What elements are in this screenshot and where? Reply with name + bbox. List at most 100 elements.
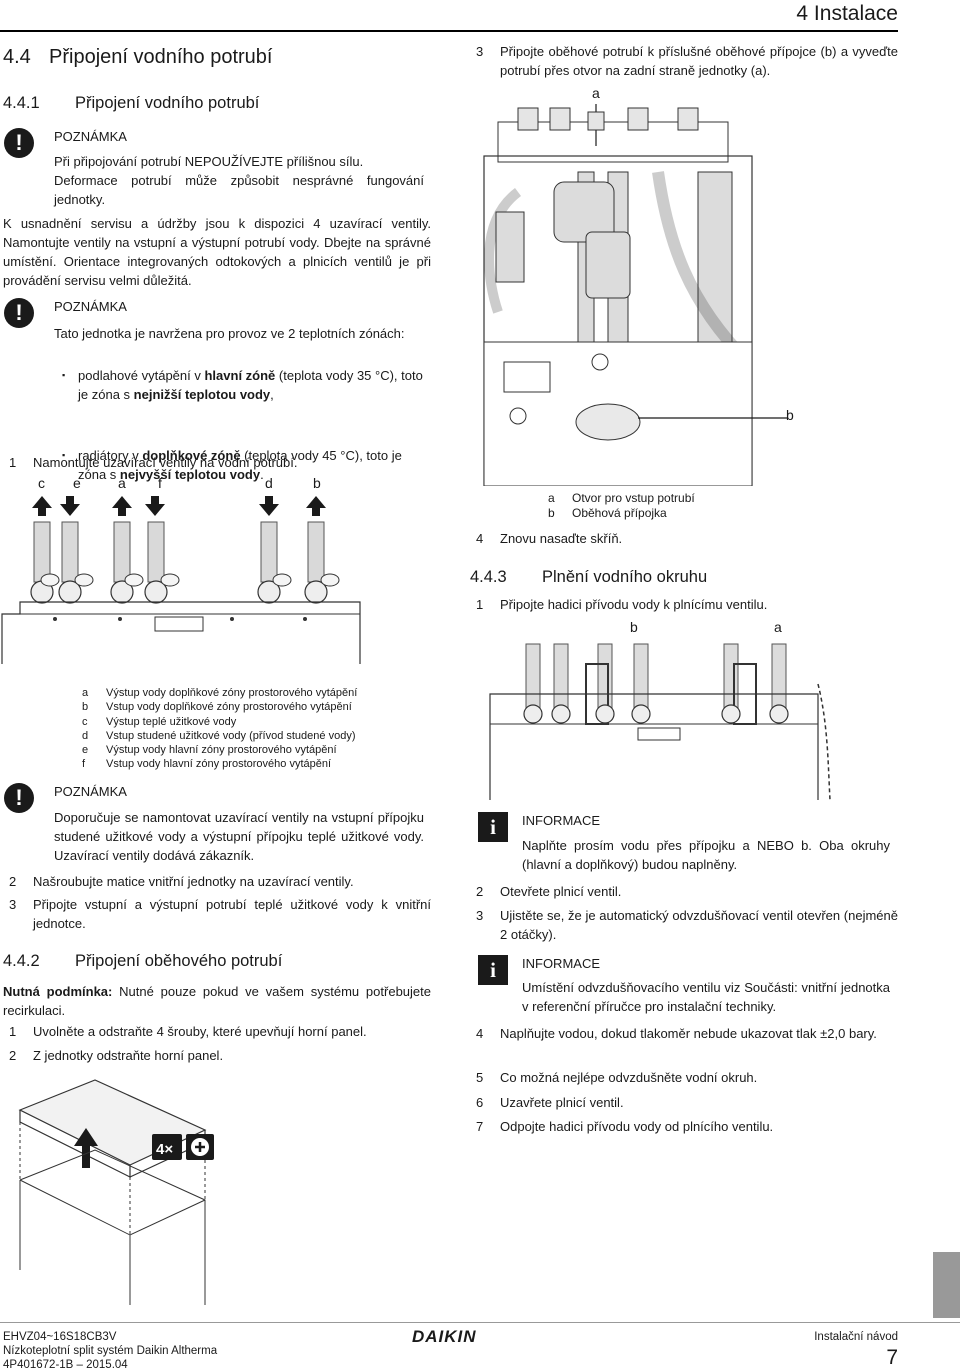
note-intro: Tato jednotka je navržena pro provoz ve … (54, 326, 405, 341)
bold-text: hlavní zóně (204, 368, 276, 383)
document-code: 4P401672-1B – 2015.04 (3, 1359, 128, 1371)
step-number: 2 (476, 884, 484, 899)
fig-label: e (73, 475, 81, 491)
panel-removal-diagram: 4× (18, 1079, 214, 1305)
legend-key: a (82, 687, 89, 699)
step-number: 1 (9, 1024, 17, 1039)
step-number: 4 (476, 531, 484, 546)
text: , (270, 387, 274, 402)
step-text: Ujistěte se, že je automatický odvzdušňo… (500, 908, 898, 942)
arrow-down-icon (259, 496, 279, 516)
legend-row: a Otvor pro vstup potrubí (548, 491, 695, 506)
note-label: POZNÁMKA (54, 299, 127, 314)
footer-left: EHVZ04~16S18CB3V Nízkoteplotní split sys… (3, 1330, 217, 1371)
step-text: Znovu nasaďte skříň. (500, 531, 623, 546)
step-number: 4 (476, 1026, 484, 1041)
circulation-pipe-diagram: a b (483, 85, 794, 486)
fig-label: b (313, 475, 321, 491)
info-text: Umístění odvzdušňovacího ventilu viz Sou… (522, 980, 890, 1014)
prerequisite-label: Nutná podmínka: (3, 984, 113, 999)
legend-key: b (82, 701, 89, 714)
fig-label: a (592, 85, 600, 101)
arrow-up-icon (74, 1128, 98, 1168)
bold-text: nejnižší teplotou vody (133, 387, 271, 402)
legend-value: Výstup vody doplňkové zóny prostorového … (106, 687, 358, 699)
step-number: 3 (476, 44, 484, 59)
arrow-up-icon (306, 496, 326, 516)
info-icon: i (478, 955, 508, 985)
legend-key: f (82, 758, 86, 771)
chapter-header: 4 Instalace (796, 2, 898, 25)
step-number: 5 (476, 1070, 484, 1085)
note-text: Při připojování potrubí NEPOUŽÍVEJTE pří… (54, 152, 424, 209)
subsection-number: 4.4.1 (3, 94, 40, 112)
page-number: 7 (886, 1346, 898, 1369)
fig-label: f (158, 475, 162, 491)
subsection-title-text: Připojení vodního potrubí (75, 94, 260, 112)
info-label: INFORMACE (522, 813, 600, 828)
note-label: POZNÁMKA (54, 129, 127, 144)
section-number: 4.4 (3, 46, 31, 68)
legend-row: b Vstup vody doplňkové zóny prostorového … (82, 700, 357, 714)
legend-value: Vstup studené užitkové vody (přívod stud… (106, 729, 356, 742)
fill-step-5: 5 Co možná nejlépe odvzdušněte vodní okru… (476, 1068, 757, 1087)
brand-logo: DAIKIN (412, 1327, 477, 1346)
product-series: Nízkoteplotní split systém Daikin Alther… (3, 1345, 218, 1357)
fig-label: d (265, 475, 273, 491)
legend-key: b (548, 506, 555, 520)
bullet-main-zone: podlahové vytápění v hlavní zóně (teplot… (62, 366, 424, 404)
step-text: Co možná nejlépe odvzdušněte vodní okruh… (500, 1070, 758, 1085)
step-text: Naplňujte vodou, dokud tlakoměr nebude u… (500, 1026, 877, 1041)
step-text: Odpojte hadici přívodu vody od plnícího … (500, 1119, 774, 1134)
fig-label: a (118, 475, 126, 491)
step-text: Z jednotky odstraňte horní panel. (33, 1048, 224, 1063)
text: podlahové vytápění v (78, 368, 205, 383)
step-number: 3 (476, 908, 484, 923)
screw-count-badge: 4× (156, 1141, 173, 1158)
note-line: Deformace potrubí může způsobit nesprávn… (54, 173, 424, 207)
legend-key: a (548, 491, 555, 505)
subsection-title-text: Připojení oběhového potrubí (75, 952, 283, 970)
note-text: Doporučuje se namontovat uzavírací venti… (54, 810, 424, 863)
text: radiátory v (78, 448, 143, 463)
prerequisite: Nutná podmínka: Nutné pouze pokud ve vaš… (3, 982, 431, 1020)
legend-value: Vstup vody doplňkové zóny prostorového v… (106, 701, 352, 714)
fig-label: b (630, 619, 638, 635)
bullet-extra-zone: radiátory v doplňkové zóně (teplota vody… (62, 446, 424, 484)
legend-row: a Výstup vody doplňkové zóny prostorového… (82, 686, 357, 700)
bold-text: nejvyšší teplotou vody (119, 467, 261, 482)
bold-text: doplňkové zóně (142, 448, 241, 463)
step-number: 3 (9, 897, 17, 912)
fill-valve-diagram: b a (489, 619, 831, 800)
screw-icon (191, 1138, 209, 1156)
fig-label: a (774, 619, 782, 635)
arrow-up-icon (112, 496, 132, 516)
step-number: 1 (9, 455, 17, 470)
prerequisite-text: Nutné pouze pokud ve vašem systému potře… (3, 984, 431, 1018)
warning-icon: ! (4, 298, 34, 328)
subsection-number: 4.4.3 (470, 568, 507, 586)
text: (teplota vody 35 °C), toto je zóna s (78, 368, 423, 402)
fill-step-4: 4 Naplňujte vodou, dokud tlakoměr nebude … (476, 1024, 898, 1043)
info-label: INFORMACE (522, 956, 600, 971)
step-4: 4 Znovu nasaďte skříň. (476, 529, 622, 548)
legend-key: e (82, 744, 89, 757)
header-rule (0, 30, 898, 32)
fill-step-3: 3 Ujistěte se, že je automatický odvzdušň… (476, 906, 898, 944)
section-title-text: Připojení vodního potrubí (49, 46, 273, 68)
step-text: Našroubujte matice vnitřní jednotky na u… (33, 874, 354, 889)
legend-value: Otvor pro vstup potrubí (572, 491, 695, 505)
